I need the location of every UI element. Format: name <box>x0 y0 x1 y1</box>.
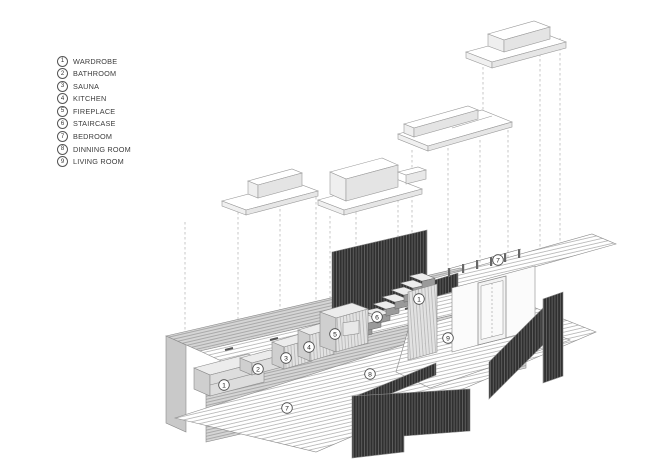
legend-label: KITCHEN <box>73 94 107 104</box>
room-marker-wardrobe-upper: 1 <box>413 293 425 305</box>
legend-label: BATHROOM <box>73 69 117 79</box>
room-marker-kitchen: 4 <box>303 341 315 353</box>
room-marker-sauna: 3 <box>280 352 292 364</box>
svg-text:6: 6 <box>375 314 379 321</box>
legend-number-badge: 2 <box>57 68 68 80</box>
legend-number-badge: 9 <box>57 156 68 168</box>
roof-piece-4 <box>465 20 567 69</box>
legend-label: WARDROBE <box>73 56 118 66</box>
fence-panel-right-rect <box>542 291 564 384</box>
legend-number-badge: 8 <box>57 143 68 155</box>
roof-piece-1 <box>221 168 319 216</box>
legend-label: FIREPLACE <box>73 106 116 116</box>
roof-piece-3 <box>397 105 513 152</box>
main-building <box>165 229 617 459</box>
room-marker-dinning-room: 8 <box>364 368 376 380</box>
legend-label: SAUNA <box>73 81 100 91</box>
legend-number-badge: 1 <box>57 55 68 67</box>
legend-number-badge: 3 <box>57 80 68 92</box>
legend-item-bathroom: 2 BATHROOM <box>57 68 131 80</box>
fence-panel-center <box>351 388 471 459</box>
svg-text:9: 9 <box>446 335 450 342</box>
svg-text:4: 4 <box>307 344 311 351</box>
svg-text:7: 7 <box>285 405 289 412</box>
legend-label: BEDROOM <box>73 132 113 142</box>
legend-item-bedroom: 7 BEDROOM <box>57 131 131 143</box>
fireplace-fixture <box>319 302 369 353</box>
legend-item-staircase: 6 STAIRCASE <box>57 118 131 130</box>
gable-end-wall <box>165 335 187 433</box>
room-marker-bathroom: 2 <box>252 363 264 375</box>
legend-item-dinning-room: 8 DINNING ROOM <box>57 143 131 155</box>
svg-text:5: 5 <box>333 331 337 338</box>
room-marker-fireplace: 5 <box>329 328 341 340</box>
svg-text:8: 8 <box>368 371 372 378</box>
legend-number-badge: 7 <box>57 131 68 143</box>
legend-label: LIVING ROOM <box>73 157 124 167</box>
roof-piece-2 <box>317 157 428 216</box>
svg-text:1: 1 <box>222 382 226 389</box>
legend-number-badge: 5 <box>57 105 68 117</box>
svg-text:2: 2 <box>256 366 260 373</box>
legend-item-wardrobe: 1 WARDROBE <box>57 55 131 67</box>
deck-railing <box>448 249 521 277</box>
legend-number-badge: 6 <box>57 118 68 130</box>
legend-item-living-room: 9 LIVING ROOM <box>57 156 131 168</box>
glass-door <box>477 275 507 346</box>
legend-label: STAIRCASE <box>73 119 116 129</box>
svg-text:3: 3 <box>284 355 288 362</box>
room-marker-staircase: 6 <box>371 311 383 323</box>
legend-item-fireplace: 5 FIREPLACE <box>57 105 131 117</box>
legend-item-kitchen: 4 KITCHEN <box>57 93 131 105</box>
room-marker-bedroom-upper: 7 <box>492 254 504 266</box>
room-legend: 1 WARDROBE 2 BATHROOM 3 SAUNA 4 KITCHEN … <box>57 55 131 168</box>
room-marker-wardrobe: 1 <box>218 379 230 391</box>
room-markers: 1 2 3 4 5 6 1 7 9 8 7 <box>218 254 504 414</box>
svg-text:7: 7 <box>496 257 500 264</box>
svg-text:1: 1 <box>417 296 421 303</box>
legend-item-sauna: 3 SAUNA <box>57 80 131 92</box>
legend-label: DINNING ROOM <box>73 144 131 154</box>
room-marker-living-room: 9 <box>442 332 454 344</box>
room-marker-bedroom-lower: 7 <box>281 402 293 414</box>
legend-number-badge: 4 <box>57 93 68 105</box>
railing-top-rail <box>447 248 522 270</box>
